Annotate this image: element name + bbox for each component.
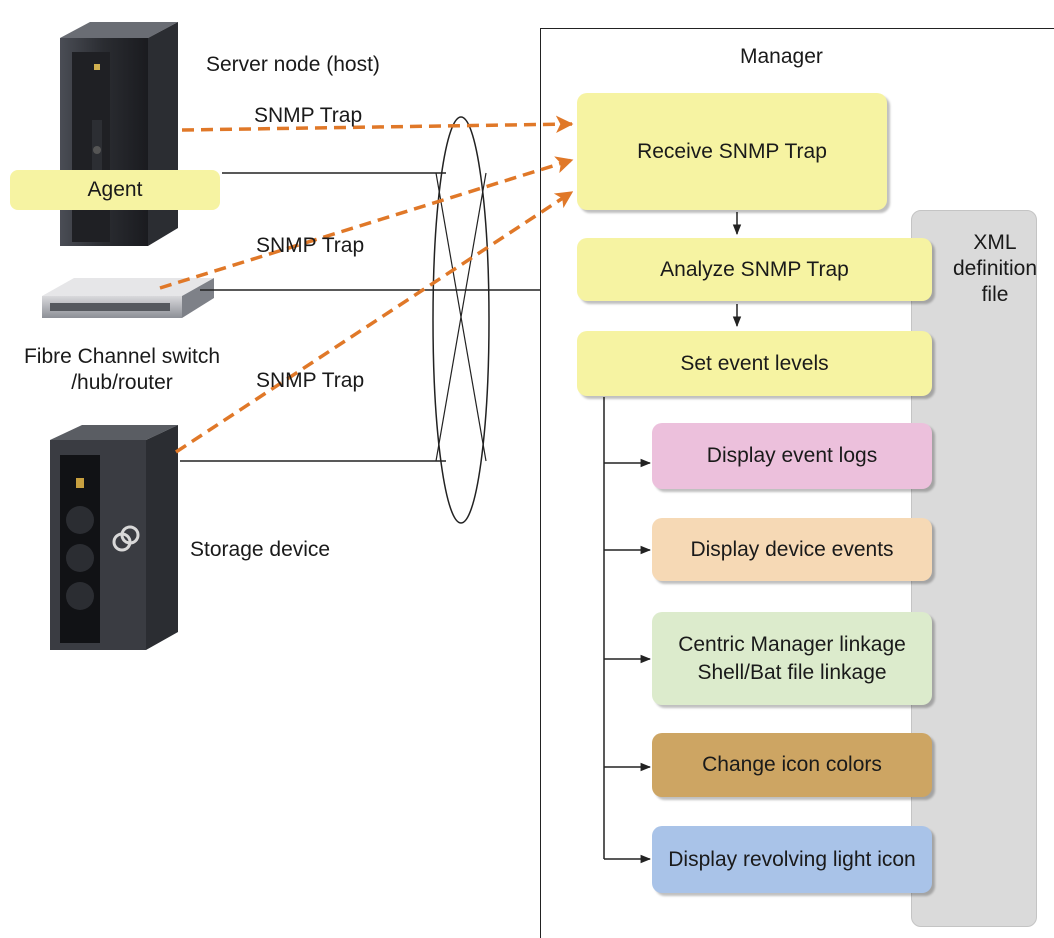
linkage-label: Centric Manager linkage Shell/Bat file l…: [678, 632, 906, 684]
display-device-events-box: Display device events: [652, 518, 932, 581]
change-icon-colors-box: Change icon colors: [652, 733, 932, 797]
agent-label: Agent: [87, 178, 143, 201]
set-event-levels-label: Set event levels: [680, 351, 829, 375]
snmp-trap-label-storage: SNMP Trap: [256, 369, 365, 392]
storage-device-label: Storage device: [190, 538, 331, 561]
storage-device-icon: [50, 425, 178, 650]
manager-title: Manager: [740, 45, 823, 68]
fibre-channel-switch-label: Fibre Channel switch /hub/router: [23, 345, 221, 394]
display-event-logs-label: Display event logs: [706, 444, 878, 467]
fibre-channel-switch-icon: [42, 278, 214, 318]
server-node-icon: [60, 22, 178, 246]
display-device-events-label: Display device events: [690, 537, 894, 561]
xml-definition-file-label: XML definition file: [952, 231, 1038, 306]
linkage-box: Centric Manager linkage Shell/Bat file l…: [652, 612, 932, 705]
agent-box: Agent: [10, 170, 220, 210]
snmp-trap-label-switch: SNMP Trap: [256, 234, 365, 257]
display-revolving-light-icon-label: Display revolving light icon: [668, 847, 916, 871]
xml-definition-panel: [911, 210, 1037, 927]
receive-snmp-trap-box: Receive SNMP Trap: [577, 93, 887, 210]
snmp-trap-label-server: SNMP Trap: [254, 104, 363, 127]
server-node-label: Server node (host): [206, 53, 380, 76]
analyze-snmp-trap-label: Analyze SNMP Trap: [660, 257, 849, 281]
set-event-levels-box: Set event levels: [577, 331, 932, 396]
display-event-logs-box: Display event logs: [652, 423, 932, 489]
manager-frame: [540, 28, 1054, 938]
receive-snmp-trap-label: Receive SNMP Trap: [637, 139, 827, 163]
display-revolving-light-icon-box: Display revolving light icon: [652, 826, 932, 893]
change-icon-colors-label: Change icon colors: [702, 753, 882, 776]
analyze-snmp-trap-box: Analyze SNMP Trap: [577, 238, 932, 301]
